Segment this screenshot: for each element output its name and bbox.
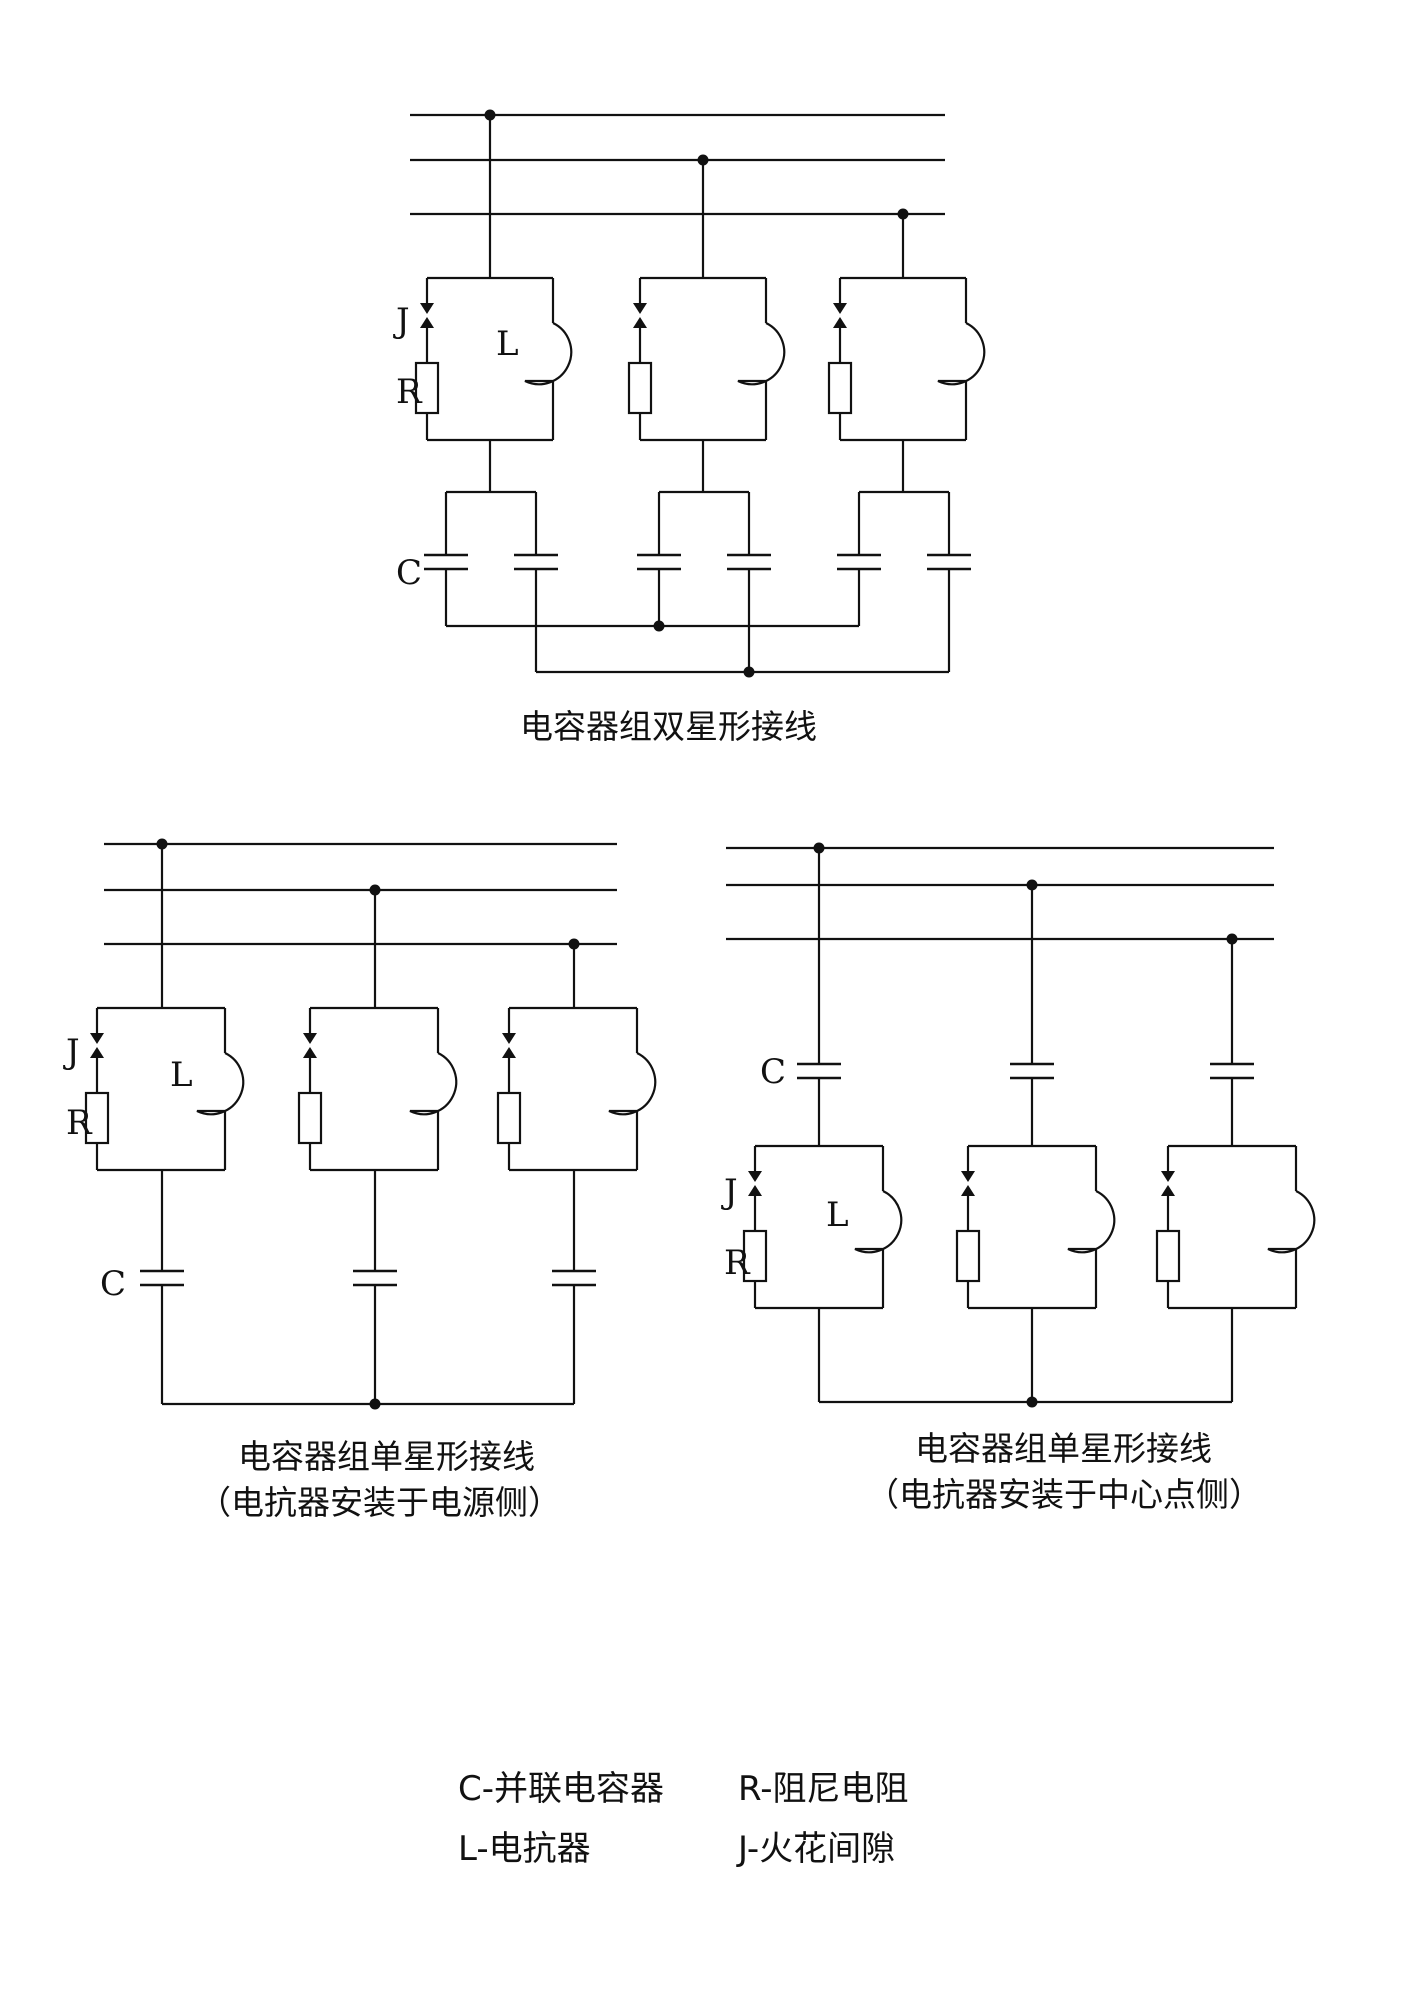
spark-gap-icon [90,1033,104,1044]
single-star-neutral-diagram [726,842,1316,1408]
spark-gap-icon [833,317,847,328]
label-j: J [63,1032,80,1072]
spark-gap-icon [633,303,647,314]
label-l: L [826,1195,849,1235]
label-l: L [170,1055,193,1095]
reactor-coil-icon [196,1052,245,1116]
junction-dot [568,938,580,950]
spark-gap-icon [961,1171,975,1182]
spark-gap-icon [1161,1171,1175,1182]
label-j: J [393,301,410,341]
label-c: C [100,1264,126,1304]
reactor-coil-icon [737,322,786,386]
junction-dot [1026,879,1038,891]
spark-gap-icon [748,1185,762,1196]
junction-dot [697,154,709,166]
label-j: J [721,1172,738,1212]
spark-gap-icon [90,1047,104,1058]
junction-dot [369,884,381,896]
label-r: R [396,372,423,412]
diagram-caption: 电容器组双星形接线 [520,707,817,746]
spark-gap-icon [303,1047,317,1058]
reactor-coil-icon [854,1190,903,1254]
junction-dot [156,838,168,850]
spark-gap-icon [748,1171,762,1182]
spark-gap-icon [961,1185,975,1196]
spark-gap-icon [833,303,847,314]
spark-gap-icon [1161,1185,1175,1196]
label-c: C [396,553,422,593]
legend-l: L-电抗器 [458,1829,591,1869]
spark-gap-icon [502,1047,516,1058]
resistor-icon [827,361,853,415]
reactor-coil-icon [1267,1190,1316,1254]
resistor-icon [496,1091,522,1145]
double-star-diagram [410,109,986,678]
junction-dot [369,1398,381,1410]
reactor-coil-icon [937,322,986,386]
diagram-subcaption: （电抗器安装于电源侧） [198,1483,561,1522]
reactor-coil-icon [1067,1190,1116,1254]
resistor-icon [627,361,653,415]
reactor-coil-icon [409,1052,458,1116]
junction-dot [1226,933,1238,945]
spark-gap-icon [420,317,434,328]
legend-j: J-火花间隙 [736,1829,895,1869]
single-star-source-diagram [84,838,657,1410]
label-r: R [66,1103,93,1143]
junction-dot [813,842,825,854]
spark-gap-icon [502,1033,516,1044]
diagram-subcaption: （电抗器安装于中心点侧） [866,1475,1262,1514]
diagram-caption: 电容器组单星形接线 [915,1429,1212,1468]
label-l: L [496,324,519,364]
junction-dot [743,666,755,678]
reactor-coil-icon [608,1052,657,1116]
resistor-icon [955,1229,981,1283]
resistor-icon [297,1091,323,1145]
spark-gap-icon [420,303,434,314]
reactor-coil-icon [524,322,573,386]
spark-gap-icon [633,317,647,328]
spark-gap-icon [303,1033,317,1044]
junction-dot [897,208,909,220]
label-r: R [724,1243,751,1283]
resistor-icon [1155,1229,1181,1283]
legend-c: C-并联电容器 [458,1769,664,1809]
junction-dot [653,620,665,632]
junction-dot [484,109,496,121]
junction-dot [1026,1396,1038,1408]
label-c: C [760,1052,786,1092]
diagram-caption: 电容器组单星形接线 [238,1437,535,1476]
legend-r: R-阻尼电阻 [738,1769,909,1809]
